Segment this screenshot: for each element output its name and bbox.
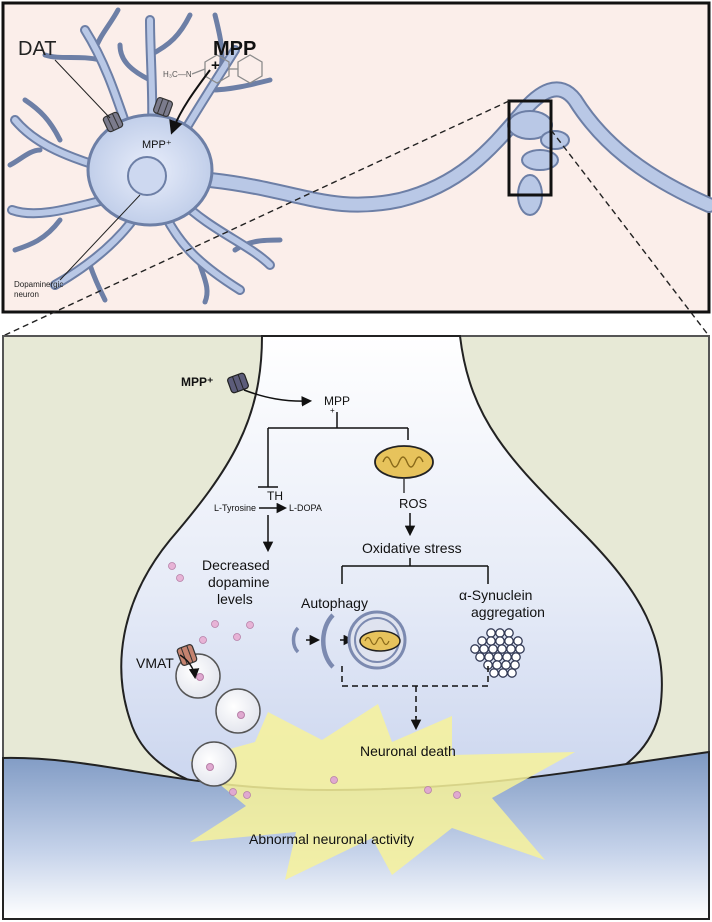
autophagy-label: Autophagy (301, 595, 368, 611)
zoom-line-right (550, 129, 710, 337)
synuclein-bead (486, 636, 496, 646)
decreased-dopamine-line2: dopamine (208, 574, 270, 590)
neuron-caption-line1: Dopaminergic (14, 280, 63, 289)
neuron-pointer (59, 194, 141, 281)
synuclein-bead (477, 636, 487, 646)
mpp-ion-label-terminal: MPP⁺ (181, 375, 213, 389)
methyl-label: H₃C—N (163, 70, 192, 79)
nucleus (127, 156, 167, 196)
synuclein-bead (495, 628, 505, 638)
dat-label: DAT (18, 38, 57, 60)
synuclein-bead (501, 660, 511, 670)
synuclein-bead (506, 644, 516, 654)
synuclein-bead (498, 668, 508, 678)
synuclein-bead (497, 644, 507, 654)
mpp-plus-sign: + (211, 57, 220, 74)
l-tyrosine-label: L-Tyrosine (214, 503, 256, 513)
th-label: TH (267, 489, 283, 503)
abnormal-activity-label: Abnormal neuronal activity (249, 831, 414, 847)
synuclein-bead (510, 660, 520, 670)
synuclein-bead (504, 628, 514, 638)
vmat-transporter (176, 644, 198, 666)
decreased-dopamine-line3: levels (217, 591, 253, 607)
neuronal-death-label: Neuronal death (360, 743, 456, 759)
cleft-dots (229, 776, 461, 799)
synuclein-aggregate-icon (470, 628, 525, 678)
mpp-entry-arrow (169, 69, 211, 135)
mpp-branch-lines (268, 412, 409, 440)
stress-branch-lines (341, 558, 489, 584)
mitochondrion-icon (374, 445, 434, 479)
neuron-caption-line2: neuron (14, 290, 39, 299)
vmat-arrow (179, 654, 200, 680)
decreased-dopamine-line1: Decreased (202, 557, 270, 573)
mpp-ion-label: MPP⁺ (142, 139, 172, 151)
synuclein-bead (479, 644, 489, 654)
synuclein-bead (493, 652, 503, 662)
ros-label: ROS (399, 496, 428, 511)
synuclein-bead (513, 636, 523, 646)
dat-pointer (54, 59, 111, 119)
dat-transporter-2 (152, 96, 174, 118)
synuclein-bead (504, 636, 514, 646)
synuclein-line1: α-Synuclein (459, 587, 532, 603)
synuclein-line2: aggregation (471, 604, 545, 620)
synuclein-bead (486, 628, 496, 638)
zoom-box (507, 99, 553, 197)
dopamine-dots (168, 562, 254, 644)
synuclein-bead (484, 652, 494, 662)
synuclein-bead (492, 660, 502, 670)
mpp-uptake-arrow (243, 389, 313, 407)
synuclein-bead (507, 668, 517, 678)
abnormal-activity-burst (190, 704, 575, 880)
l-dopa-label: L-DOPA (289, 503, 322, 513)
synuclein-bead (511, 652, 521, 662)
synuclein-bead (488, 644, 498, 654)
bottom-panel: VMAT MPP⁺ MPP + TH L-Tyrosine L-DOPA Dec… (2, 335, 710, 920)
top-panel: H₃C—N DAT MPP + MPP⁺ Dopaminergic neuron (1, 1, 712, 314)
dat-transporter-terminal (227, 372, 249, 394)
synuclein-bead (489, 668, 499, 678)
mpp-inside-plus: + (330, 406, 335, 415)
autophagy-sequence (291, 610, 407, 670)
death-dashed-lines (341, 666, 489, 718)
dat-transporter-1 (102, 111, 124, 133)
synuclein-bead (515, 644, 525, 654)
vmat-label: VMAT (136, 655, 174, 671)
zoom-line-left (2, 100, 510, 337)
mpp-label: MPP (213, 38, 256, 60)
synuclein-bead (495, 636, 505, 646)
synuclein-bead (470, 644, 480, 654)
mpp-inside-label: MPP (324, 394, 350, 408)
oxidative-stress-label: Oxidative stress (362, 540, 462, 556)
synuclein-bead (502, 652, 512, 662)
synuclein-bead (475, 652, 485, 662)
